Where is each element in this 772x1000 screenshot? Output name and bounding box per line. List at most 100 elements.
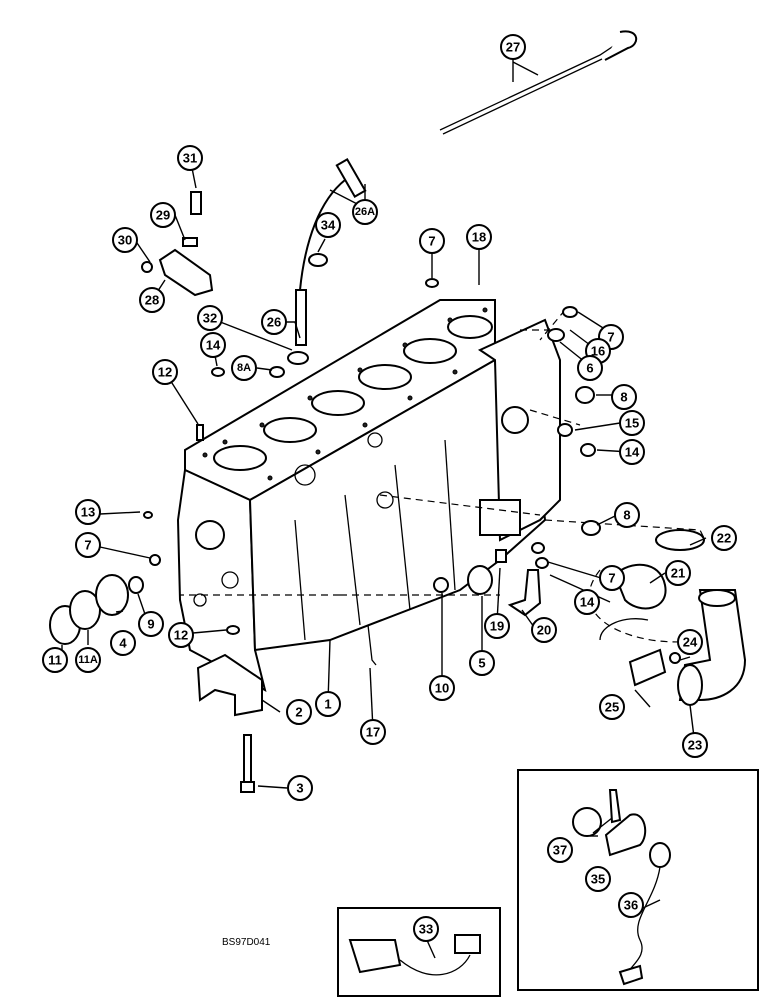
svg-text:27: 27: [506, 40, 520, 55]
svg-text:10: 10: [435, 681, 449, 696]
dipstick: [439, 30, 638, 135]
svg-text:32: 32: [203, 311, 217, 326]
svg-text:7: 7: [607, 330, 614, 345]
main-bearing-cap: [196, 653, 263, 717]
svg-text:12: 12: [174, 628, 188, 643]
callout-8-bottom: 8: [614, 502, 640, 528]
callout-7-top: 7: [419, 228, 445, 254]
callout-13: 13: [75, 499, 101, 525]
svg-text:35: 35: [591, 872, 605, 887]
callout-14-bottom: 14: [574, 589, 600, 615]
svg-text:8A: 8A: [237, 362, 251, 374]
callout-5: 5: [469, 650, 495, 676]
callout-11A: 11A: [75, 647, 101, 673]
svg-text:21: 21: [671, 566, 685, 581]
svg-text:7: 7: [84, 538, 91, 553]
callout-11: 11: [42, 647, 68, 673]
callout-23: 23: [682, 732, 708, 758]
svg-text:28: 28: [145, 293, 159, 308]
callout-37: 37: [547, 837, 573, 863]
callout-33: 33: [413, 916, 439, 942]
callout-10: 10: [429, 675, 455, 701]
svg-text:31: 31: [183, 151, 197, 166]
svg-text:33: 33: [419, 922, 433, 937]
callout-32: 32: [197, 305, 223, 331]
callout-31: 31: [177, 145, 203, 171]
dipstick-tube-clamp: [308, 253, 328, 267]
svg-text:24: 24: [683, 635, 698, 650]
callout-14-right: 14: [619, 439, 645, 465]
svg-text:37: 37: [553, 843, 567, 858]
svg-text:3: 3: [296, 781, 303, 796]
callout-7-left: 7: [75, 532, 101, 558]
callout-9: 9: [138, 611, 164, 637]
callout-2: 2: [286, 699, 312, 725]
callout-36: 36: [618, 892, 644, 918]
svg-text:14: 14: [580, 595, 595, 610]
water-inlet: [599, 529, 747, 706]
callout-7-right-bottom: 7: [599, 565, 625, 591]
callout-18: 18: [466, 224, 492, 250]
svg-text:14: 14: [625, 445, 640, 460]
main-bearing-bolt: [240, 734, 255, 793]
callout-28: 28: [139, 287, 165, 313]
callout-25: 25: [599, 694, 625, 720]
callout-21: 21: [665, 560, 691, 586]
svg-text:15: 15: [625, 416, 639, 431]
svg-text:23: 23: [688, 738, 702, 753]
callout-20: 20: [531, 617, 557, 643]
svg-text:6: 6: [586, 361, 593, 376]
callout-24: 24: [677, 629, 703, 655]
svg-text:26A: 26A: [355, 206, 375, 218]
callout-34: 34: [315, 212, 341, 238]
dipstick-tube: [295, 158, 367, 346]
svg-text:16: 16: [591, 344, 605, 359]
svg-text:17: 17: [366, 725, 380, 740]
svg-text:19: 19: [490, 619, 504, 634]
callout-30: 30: [112, 227, 138, 253]
callout-26A: 26A: [352, 199, 378, 225]
callout-35: 35: [585, 866, 611, 892]
svg-text:18: 18: [472, 230, 486, 245]
callout-15: 15: [619, 410, 645, 436]
callout-17: 17: [360, 719, 386, 745]
svg-text:36: 36: [624, 898, 638, 913]
callout-29: 29: [150, 202, 176, 228]
callout-22: 22: [711, 525, 737, 551]
svg-text:11: 11: [48, 653, 62, 668]
svg-text:14: 14: [206, 338, 221, 353]
svg-text:4: 4: [119, 636, 127, 651]
svg-text:29: 29: [156, 208, 170, 223]
callout-8A: 8A: [231, 355, 257, 381]
callout-27: 27: [500, 34, 526, 60]
svg-text:30: 30: [118, 233, 132, 248]
callout-19: 19: [484, 613, 510, 639]
block-heater-inset: [517, 769, 759, 991]
svg-text:8: 8: [623, 508, 630, 523]
callout-12-bottom: 12: [168, 622, 194, 648]
callout-12-top: 12: [152, 359, 178, 385]
callout-14-top: 14: [200, 332, 226, 358]
sensor-bracket: [141, 191, 214, 297]
callout-6: 6: [577, 355, 603, 381]
callout-4: 4: [110, 630, 136, 656]
svg-text:12: 12: [158, 365, 172, 380]
svg-text:5: 5: [478, 656, 485, 671]
svg-text:26: 26: [267, 315, 281, 330]
drawing-id: BS97D041: [222, 937, 271, 948]
svg-text:2: 2: [295, 705, 302, 720]
svg-text:9: 9: [147, 617, 154, 632]
callout-1: 1: [315, 691, 341, 717]
callout-26: 26: [261, 309, 287, 335]
svg-text:8: 8: [620, 390, 627, 405]
svg-text:13: 13: [81, 505, 95, 520]
svg-text:20: 20: [537, 623, 551, 638]
svg-text:34: 34: [321, 218, 336, 233]
svg-text:1: 1: [324, 697, 331, 712]
callout-8-top: 8: [611, 384, 637, 410]
svg-text:11A: 11A: [78, 654, 98, 666]
callout-3: 3: [287, 775, 313, 801]
svg-text:22: 22: [717, 531, 731, 546]
svg-text:7: 7: [428, 234, 435, 249]
